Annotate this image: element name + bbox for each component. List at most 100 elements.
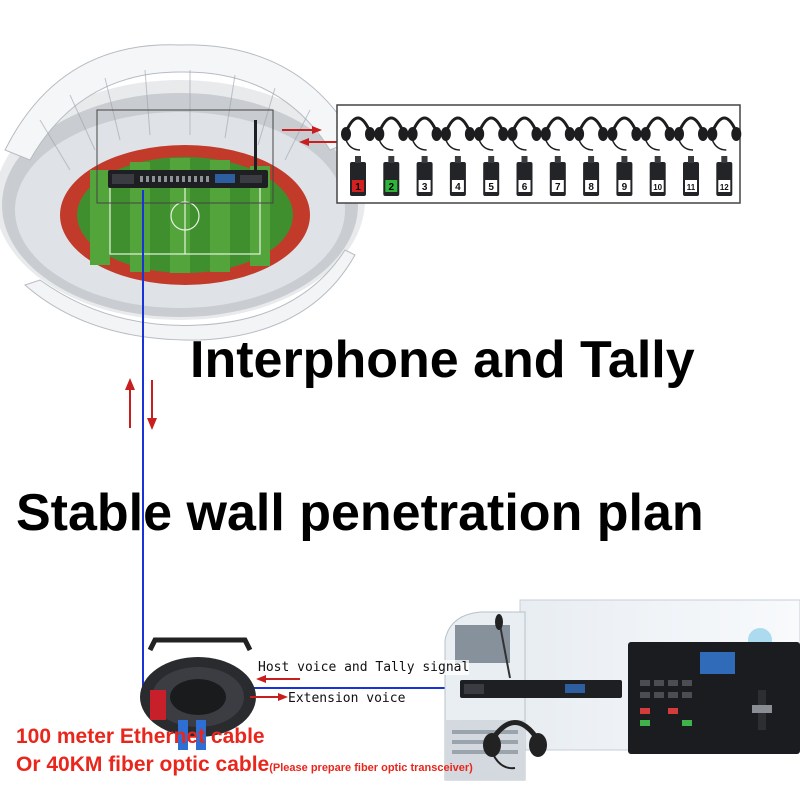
host-rack-unit (108, 120, 268, 188)
earcup-icon (341, 127, 351, 141)
tally-badge (685, 180, 697, 192)
earcup-icon (574, 127, 585, 141)
cable-spec-note: (Please prepare fiber optic transceiver) (269, 762, 473, 774)
earcup-icon (407, 127, 418, 141)
beltpack-number: 12 (720, 183, 729, 192)
earcup-icon (440, 127, 451, 141)
cable-spec-main: Or 40KM fiber optic cable (16, 753, 270, 776)
beltpack-number: 11 (687, 183, 696, 192)
beltpack-number: 7 (555, 182, 561, 193)
earcup-icon (365, 127, 375, 141)
beltpack-antenna (454, 156, 461, 163)
tally-badge (418, 180, 431, 192)
beltpack-number: 9 (622, 182, 628, 193)
tally-badge (451, 180, 464, 192)
cable-spec-line-2: Or 40KM fiber optic cable(Please prepare… (16, 753, 473, 777)
earcup-icon (698, 127, 708, 141)
beltpack-antenna (654, 156, 661, 163)
vertical-arrows (125, 378, 157, 430)
boom-mic-icon (478, 139, 494, 151)
tally-badge (352, 180, 364, 192)
beltpack-unit: 10 (640, 116, 675, 196)
earcup-icon (598, 127, 609, 141)
beltpack-number: 5 (488, 182, 494, 193)
earcup-icon (498, 127, 509, 141)
beltpack-unit: 1 (341, 116, 375, 196)
earcup-icon (507, 127, 518, 141)
beltpack-antenna (588, 156, 595, 163)
beltpack-number: 1 (355, 182, 361, 193)
beltpack-unit: 2 (374, 116, 409, 196)
earcup-icon (564, 127, 575, 141)
earcup-icon (464, 127, 475, 141)
tally-badge (585, 180, 598, 192)
beltpack-number: 8 (588, 182, 594, 193)
earcup-icon (674, 127, 684, 141)
beltpack-antenna (554, 156, 561, 163)
earcup-icon (531, 127, 542, 141)
beltpack-unit: 11 (674, 116, 708, 196)
earcup-icon (607, 127, 618, 141)
host-signal-label: Host voice and Tally signal (258, 660, 470, 675)
earcup-icon (631, 127, 642, 141)
beltpack-unit: 3 (407, 116, 442, 196)
boom-mic-icon (545, 139, 560, 151)
beltpack-unit: 6 (507, 116, 542, 196)
stadium-link-arrows (282, 126, 338, 146)
tally-badge (518, 180, 531, 192)
boom-mic-icon (711, 139, 727, 151)
beltpack-antenna (621, 156, 628, 163)
boom-mic-icon (411, 139, 427, 151)
earcup-icon (707, 127, 718, 141)
boom-mic-icon (645, 139, 660, 151)
beltpack-panel (336, 104, 741, 204)
boom-mic-icon (511, 139, 527, 151)
headline-wall-penetration: Stable wall penetration plan (16, 484, 704, 542)
earcup-icon (664, 127, 675, 141)
beltpack-unit: 9 (607, 116, 642, 196)
boom-mic-icon (578, 139, 594, 151)
headline-interphone-tally: Interphone and Tally (190, 331, 695, 389)
beltpack-antenna (721, 156, 728, 163)
stadium-illustration (0, 44, 365, 341)
cable-spec-line-1: 100 meter Ethernet cable (16, 725, 265, 748)
beltpack-number: 2 (389, 182, 395, 193)
beltpack-antenna (488, 156, 495, 163)
tally-badge (551, 180, 564, 192)
tally-badge (718, 180, 731, 192)
truck-rack-unit (460, 680, 622, 698)
earcup-icon (431, 127, 442, 141)
beltpack-unit: 7 (540, 116, 575, 196)
beltpack-antenna (388, 156, 395, 163)
tally-badge (618, 180, 631, 192)
beltpack-number: 3 (422, 182, 428, 193)
earcup-icon (540, 127, 551, 141)
beltpack-number: 4 (455, 182, 461, 193)
tally-badge (485, 180, 498, 192)
earcup-icon (374, 127, 385, 141)
beltpack-unit: 5 (474, 116, 509, 196)
beltpack-number: 10 (653, 183, 662, 192)
switcher-panel (628, 642, 800, 754)
earcup-icon (640, 127, 651, 141)
microphone-icon (495, 614, 511, 679)
boom-mic-icon (611, 139, 627, 151)
cable-reel (140, 637, 256, 750)
headset-icon (483, 720, 547, 770)
earcup-icon (731, 127, 742, 141)
truck-link-arrows (250, 675, 300, 701)
beltpack-unit: 4 (440, 116, 475, 196)
beltpack-antenna (355, 156, 361, 163)
beltpack-antenna (521, 156, 528, 163)
boom-mic-icon (378, 139, 394, 151)
extension-voice-label: Extension voice (288, 691, 406, 706)
beltpack-antenna (688, 156, 694, 163)
beltpack-unit: 8 (574, 116, 609, 196)
tally-badge (651, 180, 664, 192)
beltpack-number: 6 (522, 182, 528, 193)
tally-badge (385, 180, 398, 192)
boom-mic-icon (678, 139, 694, 151)
boom-mic-icon (345, 139, 361, 151)
